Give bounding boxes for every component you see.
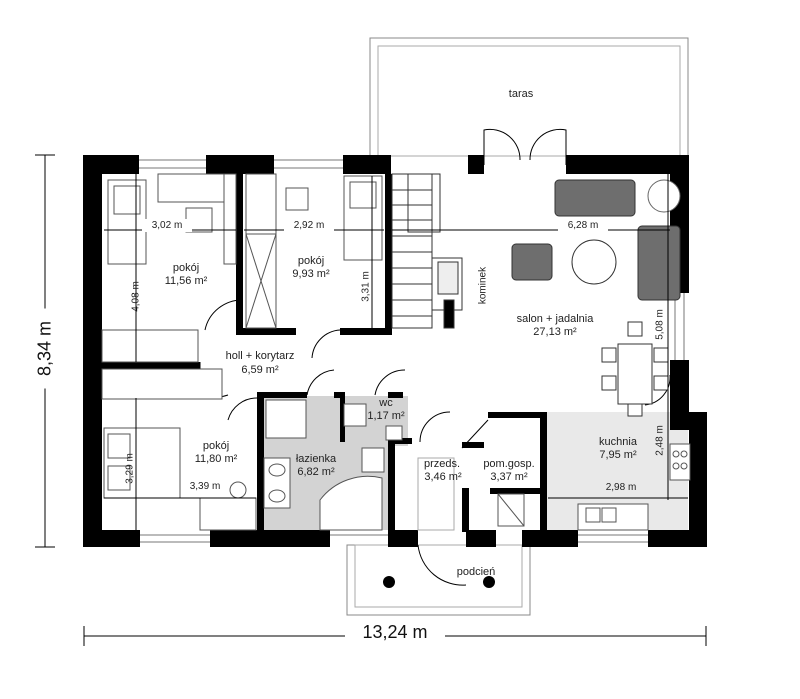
kitchen-fixtures [577,443,691,531]
room-area-pokoj-3: 11,80 m² [194,453,238,465]
room-area-przedsionek: 3,46 m² [424,471,462,483]
dim-kuchnia-depth: 2,48 m [654,425,666,456]
dim-pokoj2-depth: 3,31 m [360,271,372,302]
dim-pokoj1-width: 3,02 m [142,219,192,232]
room-name-wc: wc [379,397,393,409]
room3-furniture [101,368,257,531]
terrace-label: taras [508,88,534,100]
room-name-kuchnia: kuchnia [599,436,637,448]
porch-label: podcień [456,566,496,578]
room-area-salon: 27,13 m² [533,326,577,338]
room-name-pokoj-1: pokój [172,262,200,274]
overall-width-label: 13,24 m [345,623,445,641]
fireplace-label: kominek [477,266,489,305]
dim-kuchnia-width: 2,98 m [605,482,637,493]
windows [139,159,685,543]
staircase [391,173,441,329]
room-area-kuchnia: 7,95 m² [599,449,637,461]
dim-pokoj2-width: 2,92 m [284,219,334,232]
room-name-przedsionek: przeds. [423,458,461,470]
outer-walls [83,155,707,547]
living-furniture [511,179,681,417]
room-name-pomgosp: pom.gosp. [483,458,535,470]
utility-fixtures [417,457,525,531]
porch [346,544,531,616]
room-name-holl: holl + korytarz [225,350,295,362]
room-area-pokoj-1: 11,56 m² [164,275,208,287]
room-area-lazienka: 6,82 m² [297,466,335,478]
room-area-holl: 6,59 m² [241,364,279,376]
dim-pokoj3-width: 3,39 m [189,481,221,492]
dim-pokoj1-depth: 4,08 m [130,281,142,312]
dim-salon-depth: 5,08 m [654,309,666,340]
room1-furniture [101,173,237,363]
room-name-lazienka: łazienka [295,453,337,465]
inner-walls [102,155,547,532]
dim-pokoj3-depth: 3,29 m [124,453,136,484]
fireplace [431,257,463,329]
room-area-pokoj-2: 9,93 m² [292,268,330,280]
terrace [369,37,689,157]
room-name-pokoj-2: pokój [297,255,325,267]
bathroom-fixtures [263,399,403,531]
dim-salon-width: 6,28 m [558,219,608,232]
overall-depth-label: 8,34 m [35,308,55,389]
room-name-salon: salon + jadalnia [516,313,594,325]
room-area-pomgosp: 3,37 m² [490,471,528,483]
room-area-wc: 1,17 m² [367,410,405,422]
room-name-pokoj-3: pokój [202,440,230,452]
